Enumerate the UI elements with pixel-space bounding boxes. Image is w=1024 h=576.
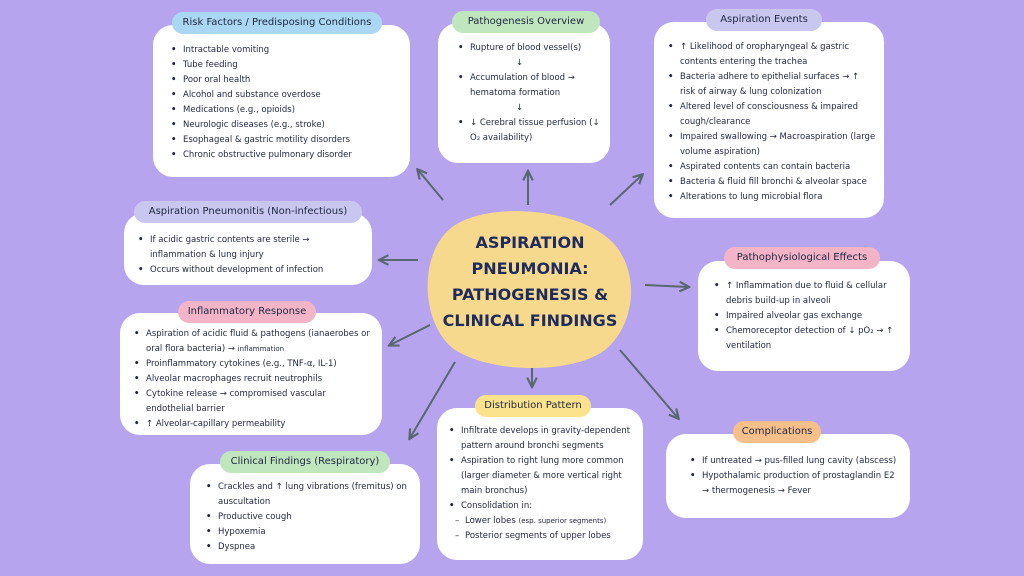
complications-card: If untreated → pus-filled lung cavity (a…: [666, 434, 910, 518]
list-item: ↑ Likelihood of oropharyngeal & gastric …: [668, 40, 876, 70]
list-item: Altered level of consciousness & impaire…: [668, 100, 876, 130]
inflammatory-item-small: inflammation: [237, 345, 285, 353]
arrow-to-risk: [418, 170, 444, 201]
risk-factors-card: Intractable vomiting Tube feeding Poor o…: [153, 25, 410, 177]
list-item: Consolidation in:: [449, 499, 637, 514]
list-item: Dyspnea: [206, 540, 412, 555]
list-item: Poor oral health: [171, 73, 398, 88]
list-item: If acidic gastric contents are sterile →…: [138, 233, 364, 263]
inflammatory-item-text: Aspiration of acidic fluid & pathogens (…: [146, 329, 370, 354]
list-item: Chemoreceptor detection of ↓ pO₂ → ↑ ven…: [714, 324, 902, 354]
list-item: Impaired alveolar gas exchange: [714, 309, 902, 324]
list-item: Bacteria adhere to epithelial surfaces →…: [668, 70, 876, 100]
subitem-small: (esp. superior segments): [518, 517, 607, 525]
down-arrow: ↓: [516, 103, 524, 113]
arrow-to-events: [609, 175, 642, 206]
list-item: Accumulation of blood → hematoma formati…: [458, 71, 602, 101]
list-item: Chronic obstructive pulmonary disorder: [171, 148, 398, 163]
list-item: Esophageal & gastric motility disorders: [171, 133, 398, 148]
list-item: Intractable vomiting: [171, 43, 398, 58]
inflammatory-title: Inflammatory Response: [178, 301, 316, 323]
distribution-card: Infiltrate develops in gravity-dependent…: [437, 408, 643, 560]
list-item: Cytokine release → compromised vascular …: [134, 387, 374, 417]
arrow-to-clinical: [410, 361, 456, 438]
list-item: Aspiration to right lung more common (la…: [449, 454, 637, 499]
pathophys-title: Pathophysiological Effects: [724, 247, 880, 269]
list-item: Crackles and ↑ lung vibrations (fremitus…: [206, 480, 412, 510]
list-item: Alveolar macrophages recruit neutrophils: [134, 372, 374, 387]
list-subitem: Posterior segments of upper lobes: [455, 529, 637, 544]
list-item: Alcohol and substance overdose: [171, 88, 398, 103]
list-item: Hypothalamic production of prostaglandin…: [690, 469, 902, 499]
list-item: Medications (e.g., opioids): [171, 103, 398, 118]
list-item: Neurologic diseases (e.g., stroke): [171, 118, 398, 133]
clinical-card: Crackles and ↑ lung vibrations (fremitus…: [190, 464, 420, 564]
list-item: Hypoxemia: [206, 525, 412, 540]
list-item: Infiltrate develops in gravity-dependent…: [449, 424, 637, 454]
arrow-to-complications: [619, 349, 678, 418]
complications-title: Complications: [733, 421, 821, 443]
distribution-title: Distribution Pattern: [475, 395, 591, 417]
list-item: Impaired swallowing → Macroaspiration (l…: [668, 130, 876, 160]
subitem-text: Lower lobes: [465, 516, 519, 526]
list-item: Tube feeding: [171, 58, 398, 73]
pneumonitis-title: Aspiration Pneumonitis (Non-infectious): [134, 201, 362, 223]
list-item: ↓ Cerebral tissue perfusion (↓ O₂ availa…: [458, 116, 602, 146]
list-item: Occurs without development of infection: [138, 263, 364, 278]
aspiration-events-title: Aspiration Events: [706, 9, 822, 31]
list-item: Proinflammatory cytokines (e.g., TNF-α, …: [134, 357, 374, 372]
list-item: ↑ Inflammation due to fluid & cellular d…: [714, 279, 902, 309]
list-item: Aspiration of acidic fluid & pathogens (…: [134, 327, 374, 357]
list-item: Aspirated contents can contain bacteria: [668, 160, 876, 175]
pathophys-card: ↑ Inflammation due to fluid & cellular d…: [698, 261, 910, 371]
pathogenesis-card: Rupture of blood vessel(s) ↓ Accumulatio…: [438, 23, 610, 163]
list-item: If untreated → pus-filled lung cavity (a…: [690, 454, 902, 469]
down-arrow: ↓: [516, 58, 524, 68]
center-blob: [427, 211, 632, 369]
pathogenesis-title: Pathogenesis Overview: [452, 11, 600, 33]
list-subitem: Lower lobes (esp. superior segments): [455, 514, 637, 529]
inflammatory-card: Aspiration of acidic fluid & pathogens (…: [120, 313, 382, 435]
list-item: Bacteria & fluid fill bronchi & alveolar…: [668, 175, 876, 190]
pneumonitis-card: If acidic gastric contents are sterile →…: [124, 213, 372, 285]
list-item: Productive cough: [206, 510, 412, 525]
clinical-title: Clinical Findings (Respiratory): [220, 451, 390, 473]
arrow-to-inflammatory: [390, 324, 431, 345]
list-item: Alterations to lung microbial flora: [668, 190, 876, 205]
aspiration-events-card: ↑ Likelihood of oropharyngeal & gastric …: [654, 22, 884, 218]
risk-factors-title: Risk Factors / Predisposing Conditions: [172, 12, 382, 34]
arrow-to-pathophys: [644, 285, 688, 287]
main-title: ASPIRATION PNEUMONIA: PATHOGENESIS & CLI…: [442, 233, 618, 330]
list-item: Rupture of blood vessel(s): [458, 41, 602, 56]
list-item: ↑ Alveolar-capillary permeability: [134, 417, 374, 432]
